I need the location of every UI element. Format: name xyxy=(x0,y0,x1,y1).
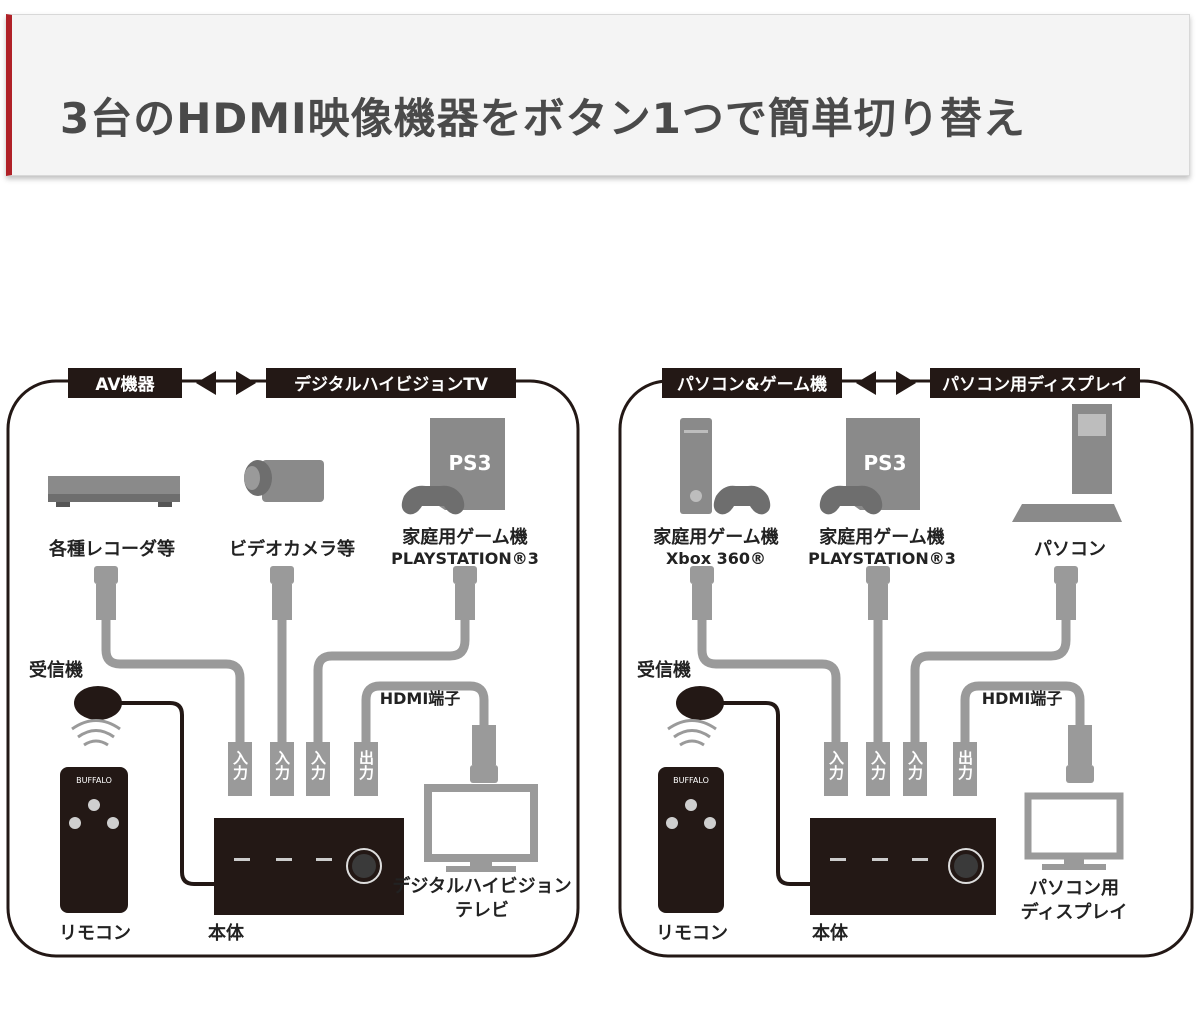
port-labels: 入力 入力 入力 出力 xyxy=(228,742,378,796)
display-icon xyxy=(1024,792,1124,870)
arrow-right-icon xyxy=(236,371,256,395)
ps3-label-line1: 家庭用ゲーム機 xyxy=(819,526,944,548)
receiver-icon xyxy=(676,686,724,720)
hdmi-cables xyxy=(101,620,489,742)
svg-text:PS3: PS3 xyxy=(864,451,907,475)
main-unit-icon xyxy=(810,818,996,915)
xbox-label-line1: 家庭用ゲーム機 xyxy=(653,526,778,548)
panel-pc: パソコン&ゲーム機 パソコン用ディスプレイ 家庭用ゲーム機 Xbox 360® … xyxy=(618,368,1194,958)
arrow-left-icon xyxy=(196,371,216,395)
camera-label: ビデオカメラ等 xyxy=(229,538,355,560)
main-unit-label: 本体 xyxy=(208,922,245,944)
video-camera-icon xyxy=(244,460,324,502)
xbox-icon xyxy=(680,418,712,514)
gamepad-icon xyxy=(713,485,771,515)
game-label-line1: 家庭用ゲーム機 xyxy=(402,526,527,548)
gamepad-icon xyxy=(401,485,465,515)
svg-text:BUFFALO: BUFFALO xyxy=(76,776,112,785)
receiver-icon xyxy=(74,686,122,720)
tag-hd-tv-label: デジタルハイビジョンTV xyxy=(294,374,489,395)
port-out: 出力 xyxy=(956,749,974,781)
hdmi-port-label: HDMI端子 xyxy=(380,689,461,708)
remote-label: リモコン xyxy=(656,923,728,944)
xbox-label-line2: Xbox 360® xyxy=(666,549,766,568)
svg-text:BUFFALO: BUFFALO xyxy=(673,776,709,785)
display-label-line2: ディスプレイ xyxy=(1021,901,1128,923)
remote-control-icon: BUFFALO xyxy=(60,767,128,913)
page-title: 3台のHDMI映像機器をボタン1つで簡単切り替え xyxy=(60,94,1026,143)
tag-av-devices xyxy=(68,368,182,398)
tag-av-devices-label: AV機器 xyxy=(95,374,155,395)
display-label-line1: パソコン用 xyxy=(1029,878,1119,899)
arrow-left-icon xyxy=(856,371,876,395)
hdmi-connector-display xyxy=(1066,725,1094,783)
recorder-label: 各種レコーダ等 xyxy=(48,538,175,560)
gamepad-icon xyxy=(819,485,883,515)
port-in-3: 入力 xyxy=(906,750,924,781)
port-in-3: 入力 xyxy=(309,750,327,781)
tag-pc-display-label: パソコン用ディスプレイ xyxy=(942,374,1128,395)
pc-label: パソコン xyxy=(1034,539,1106,560)
port-in-1: 入力 xyxy=(231,750,249,781)
main-unit-label: 本体 xyxy=(812,922,849,944)
signal-waves-icon xyxy=(667,719,717,747)
port-labels: 入力 入力 入力 出力 xyxy=(824,742,977,796)
tv-icon xyxy=(424,784,538,872)
svg-text:PS3: PS3 xyxy=(449,451,492,475)
header-box: 3台のHDMI映像機器をボタン1つで簡単切り替え xyxy=(6,14,1190,176)
receiver-label: 受信機 xyxy=(29,659,83,681)
recorder-icon xyxy=(48,476,180,507)
tv-label-line1: デジタルハイビジョン xyxy=(392,875,571,897)
port-in-1: 入力 xyxy=(827,750,845,781)
tv-label-line2: テレビ xyxy=(455,900,509,921)
game-label-line2: PLAYSTATION®3 xyxy=(391,549,539,568)
hdmi-connector-tv xyxy=(470,725,498,783)
ps3-label-line2: PLAYSTATION®3 xyxy=(808,549,956,568)
tag-pc-game xyxy=(662,368,842,398)
main-unit-icon xyxy=(214,818,404,915)
pc-icon xyxy=(1012,404,1122,522)
remote-label: リモコン xyxy=(59,923,131,944)
tag-pc-display xyxy=(930,368,1140,398)
port-in-2: 入力 xyxy=(273,750,291,781)
receiver-label: 受信機 xyxy=(637,659,691,681)
hdmi-connectors-top xyxy=(690,566,1078,620)
signal-waves-icon xyxy=(71,719,121,747)
port-out: 出力 xyxy=(357,749,375,781)
panel-av: AV機器 デジタルハイビジョンTV 各種レコーダ等 ビデオカメラ等 PS3 家庭… xyxy=(6,368,580,958)
tag-pc-game-label: パソコン&ゲーム機 xyxy=(677,374,827,395)
hdmi-cables xyxy=(697,620,1085,742)
arrow-right-icon xyxy=(896,371,916,395)
remote-control-icon: BUFFALO xyxy=(658,767,724,913)
hdmi-port-label: HDMI端子 xyxy=(982,689,1063,708)
port-in-2: 入力 xyxy=(869,750,887,781)
hdmi-connectors-top xyxy=(94,566,477,620)
tag-hd-tv xyxy=(266,368,516,398)
